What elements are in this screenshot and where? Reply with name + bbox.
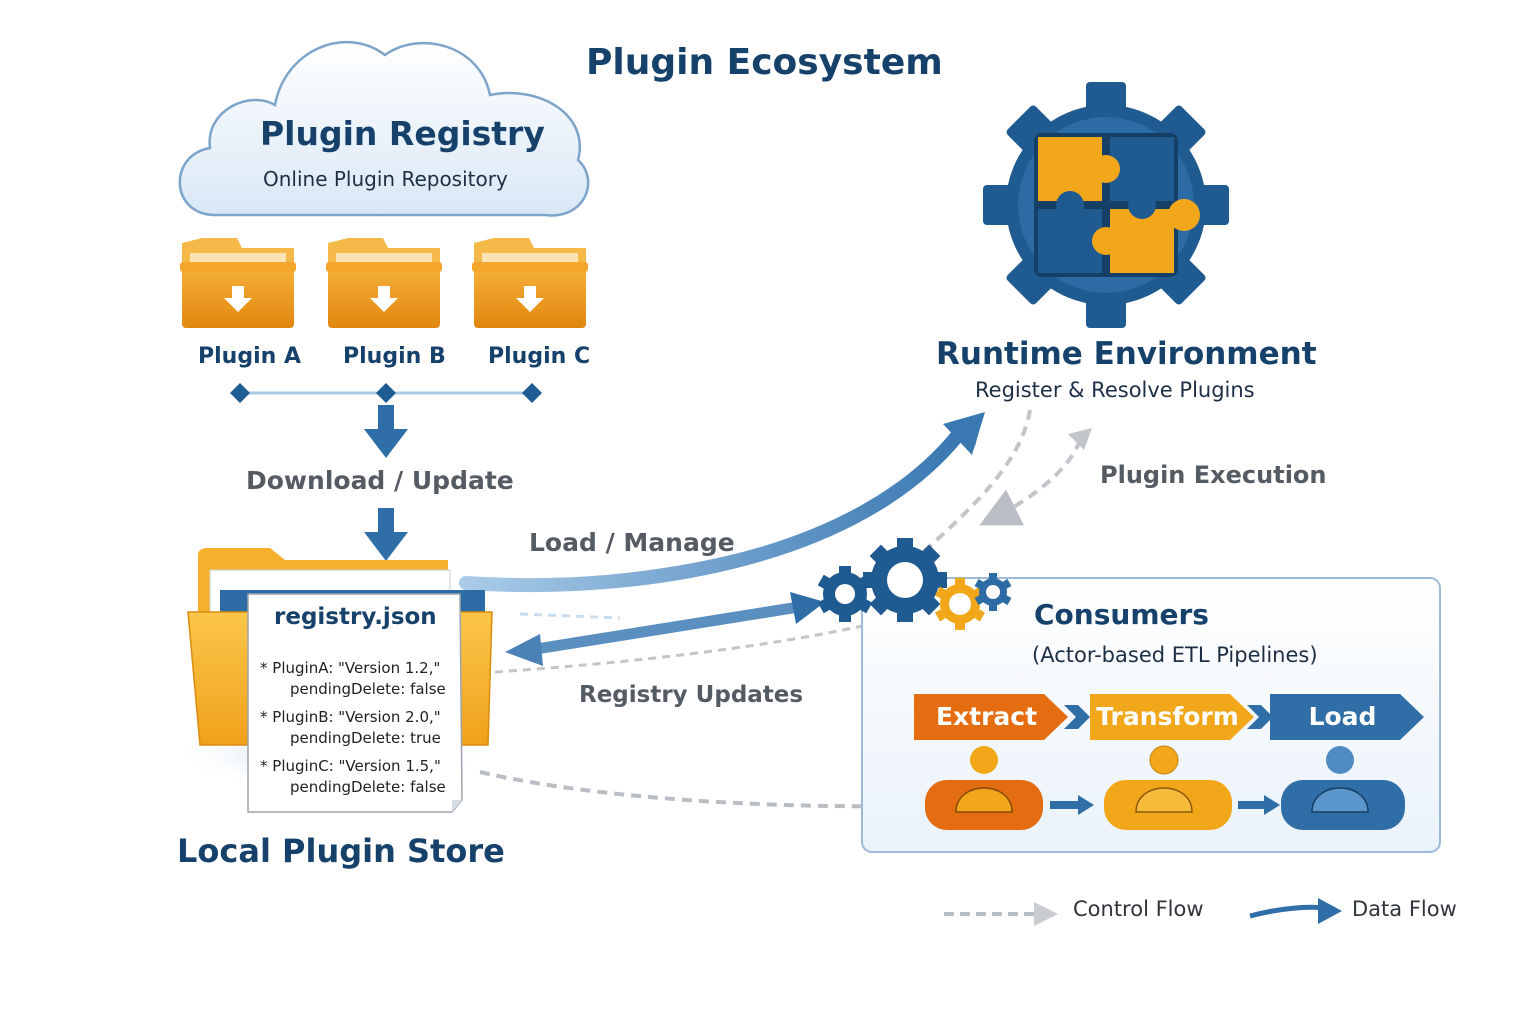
json-entry-plugin-c-pending: pendingDelete: false <box>290 778 446 796</box>
legend-control-flow-label: Control Flow <box>1073 897 1204 921</box>
json-entry-plugin-c: * PluginC: "Version 1.5," <box>260 757 441 775</box>
runtime-title: Runtime Environment <box>936 336 1317 372</box>
json-entry-plugin-b: * PluginB: "Version 2.0," <box>260 708 441 726</box>
consumers-gears-icon <box>817 538 1012 630</box>
consumers-title: Consumers <box>1034 598 1209 631</box>
json-entry-plugin-a-pending: pendingDelete: false <box>290 680 446 698</box>
local-plugin-store-title: Local Plugin Store <box>177 832 505 870</box>
cloud-icon <box>178 40 590 217</box>
download-arrow-top <box>364 405 408 458</box>
chevron-connector-icon <box>1247 705 1273 729</box>
json-entry-plugin-a: * PluginA: "Version 1.2," <box>260 659 441 677</box>
plugin-connector-line <box>230 383 542 403</box>
registry-updates-label: Registry Updates <box>579 682 804 708</box>
registry-updates-arrow <box>494 592 881 674</box>
page-title: Plugin Ecosystem <box>586 42 943 83</box>
store-to-consumers-dashed-arrow <box>479 770 924 816</box>
extract-stage-chevron <box>914 694 1068 740</box>
transform-actor-icon <box>1104 745 1232 830</box>
plugin-registry-title: Plugin Registry <box>260 114 545 153</box>
download-arrow-bottom <box>364 508 408 561</box>
legend-control-flow-icon <box>944 902 1058 926</box>
registry-json-document <box>247 593 463 813</box>
registry-json-filename: registry.json <box>274 604 437 630</box>
actor-data-arrow <box>1050 795 1094 815</box>
plugin-registry-subtitle: Online Plugin Repository <box>263 167 508 191</box>
transform-stage-label: Transform <box>1096 702 1239 731</box>
execution-arrowhead-up <box>1068 428 1092 450</box>
runtime-subtitle: Register & Resolve Plugins <box>975 378 1255 402</box>
legend-data-flow-icon <box>1249 898 1342 924</box>
download-update-label: Download / Update <box>246 466 514 495</box>
legend-data-flow-label: Data Flow <box>1352 897 1457 921</box>
extract-actor-icon <box>925 746 1043 830</box>
plugin-execution-dashed-arrows <box>878 409 1082 592</box>
load-stage-label: Load <box>1308 702 1377 731</box>
plugin-c-box-icon <box>472 238 588 328</box>
load-actor-icon <box>1281 746 1405 830</box>
load-manage-label: Load / Manage <box>529 528 735 557</box>
load-manage-arrow <box>459 412 985 593</box>
plugin-a-label: Plugin A <box>198 344 301 369</box>
json-entry-plugin-b-pending: pendingDelete: true <box>290 729 441 747</box>
plugin-b-box-icon <box>326 238 442 328</box>
chevron-connector-icon <box>1064 705 1090 729</box>
plugin-b-label: Plugin B <box>343 344 446 369</box>
plugin-a-box-icon <box>180 238 296 328</box>
plugin-execution-label: Plugin Execution <box>1100 461 1327 489</box>
extract-stage-label: Extract <box>935 702 1038 731</box>
actor-data-arrow <box>1238 795 1280 815</box>
load-stage-chevron <box>1270 694 1424 740</box>
transform-stage-chevron <box>1090 694 1254 740</box>
runtime-gear-puzzle-icon <box>983 82 1229 328</box>
consumers-subtitle: (Actor-based ETL Pipelines) <box>1032 643 1318 667</box>
plugin-c-label: Plugin C <box>488 344 591 369</box>
